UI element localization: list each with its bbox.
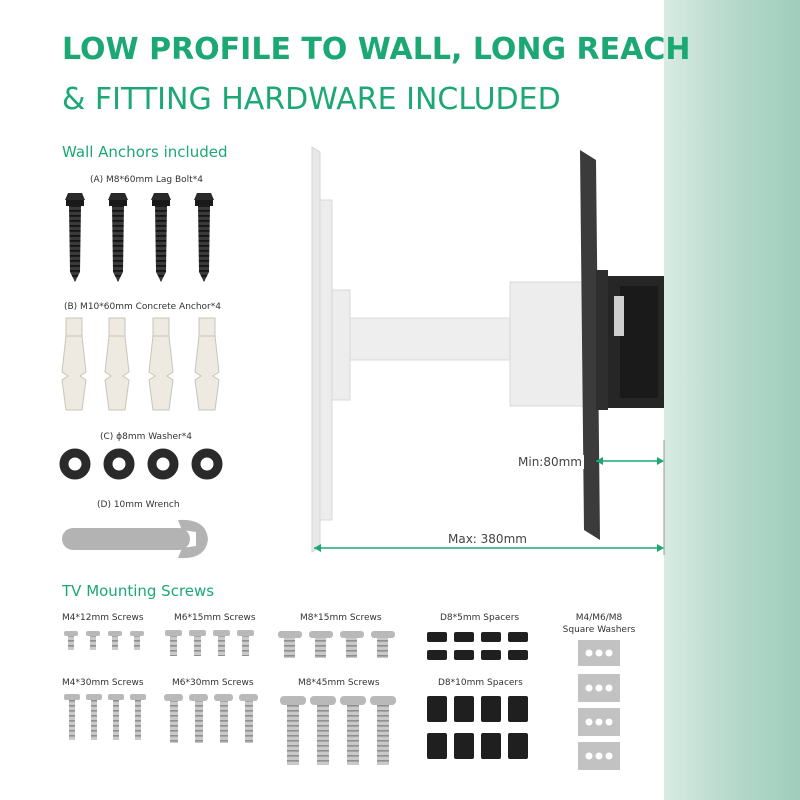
- headline-secondary: & FITTING HARDWARE INCLUDED: [62, 82, 561, 117]
- d8x5-spacer-icons: [427, 632, 528, 660]
- tv-mount-retracted-icon: [580, 150, 664, 540]
- m4x30-label: M4*30mm Screws: [62, 678, 144, 688]
- m6x15-screw-icons: [165, 630, 254, 656]
- max-dimension-line: [314, 544, 664, 552]
- lag-bolt-icon-4: [194, 193, 214, 282]
- d8x10-spacer-icons: [427, 696, 528, 759]
- washer-icon-4: [191, 448, 223, 480]
- washer-icon-1: [59, 448, 91, 480]
- min-dimension-line: [596, 457, 664, 465]
- m8x45-screw-icons: [280, 696, 396, 765]
- lag-bolt-label: (A) M8*60mm Lag Bolt*4: [90, 175, 203, 185]
- max-dimension-label: Max: 380mm: [446, 532, 529, 546]
- square-washer-icons: [578, 640, 620, 770]
- washer-label: (C) ϕ8mm Washer*4: [100, 432, 192, 442]
- concrete-anchor-icon-2: [104, 317, 130, 411]
- lag-bolt-icon-2: [108, 193, 128, 282]
- wrench-icon: [62, 519, 208, 559]
- washer-icon-3: [147, 448, 179, 480]
- square-washer-label-line2: Square Washers: [562, 625, 636, 635]
- min-dimension-label: Min:80mm: [516, 455, 584, 469]
- d8x5-label: D8*5mm Spacers: [440, 613, 520, 623]
- headline-primary: LOW PROFILE TO WALL, LONG REACH: [62, 32, 691, 67]
- washer-icon-2: [103, 448, 135, 480]
- lag-bolt-icon-1: [65, 193, 85, 282]
- wall-background: [664, 0, 800, 800]
- m6x30-screw-icons: [164, 694, 258, 743]
- concrete-anchor-icon-1: [61, 317, 87, 411]
- wall-anchors-heading: Wall Anchors included: [62, 143, 228, 161]
- concrete-anchor-label: (B) M10*60mm Concrete Anchor*4: [64, 302, 221, 312]
- m8x45-label: M8*45mm Screws: [298, 678, 380, 688]
- concrete-anchor-icon-4: [194, 317, 220, 411]
- square-washer-label-line1: M4/M6/M8: [575, 613, 623, 623]
- m4x30-screw-icons: [64, 694, 146, 740]
- lag-bolt-icon-3: [151, 193, 171, 282]
- m4x12-screw-icons: [64, 631, 144, 650]
- d8x10-label: D8*10mm Spacers: [438, 678, 523, 688]
- m6x30-label: M6*30mm Screws: [172, 678, 254, 688]
- wrench-label: (D) 10mm Wrench: [97, 500, 180, 510]
- m4x12-label: M4*12mm Screws: [62, 613, 144, 623]
- m6x15-label: M6*15mm Screws: [174, 613, 256, 623]
- m8x15-screw-icons: [278, 631, 395, 658]
- concrete-anchor-icon-3: [148, 317, 174, 411]
- m8x15-label: M8*15mm Screws: [300, 613, 382, 623]
- tv-screws-heading: TV Mounting Screws: [62, 582, 215, 600]
